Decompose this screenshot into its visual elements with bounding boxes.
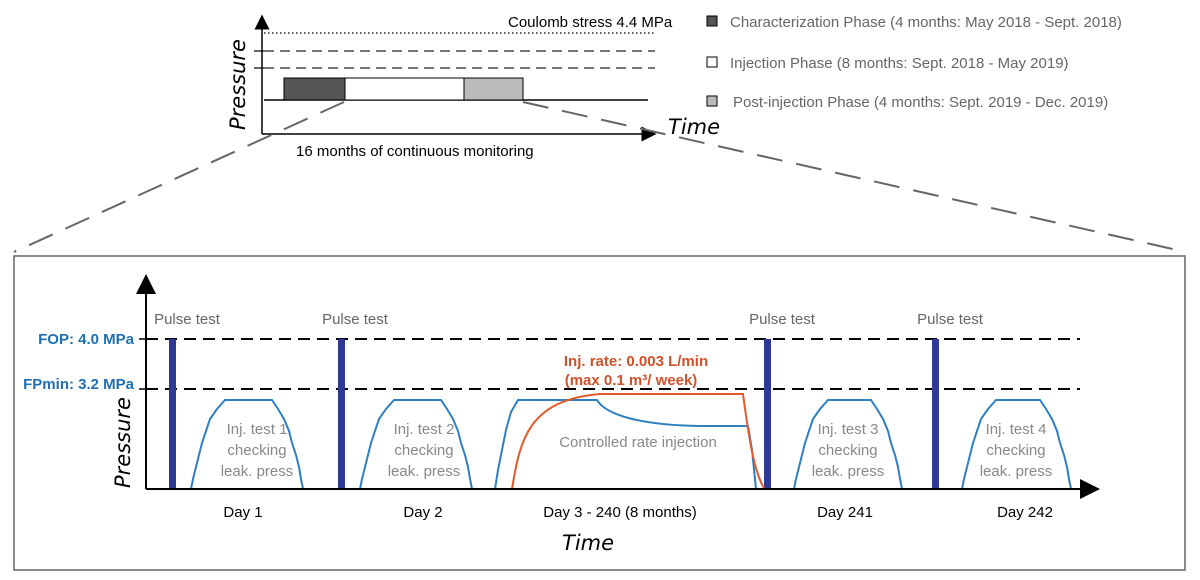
controlled-rate-curve [487, 399, 766, 490]
inj-test-2-line-3: leak. press [388, 463, 461, 480]
monitoring-label: 16 months of continuous monitoring [296, 143, 534, 160]
inj-test-3-line-2: checking [818, 442, 877, 459]
day-label-5: Day 242 [997, 504, 1053, 521]
injection-phase-bar [344, 77, 465, 101]
legend-swatch-post-injection [706, 95, 718, 107]
coulomb-label: Coulomb stress 4.4 MPa [508, 14, 673, 31]
inj-test-2-line-2: checking [394, 442, 453, 459]
inj-test-1-label: Inj. test 1 checking leak. press [221, 421, 294, 480]
pulse-bar-4 [932, 339, 939, 489]
legend-item-injection: Injection Phase (8 months: Sept. 2018 - … [706, 55, 1069, 72]
legend-label-post-injection: Post-injection Phase (4 months: Sept. 20… [733, 94, 1108, 111]
post-injection-phase-bar [463, 77, 524, 101]
pulse-label-4: Pulse test [917, 311, 984, 328]
legend-label-injection: Injection Phase (8 months: Sept. 2018 - … [730, 55, 1069, 72]
detail-chart: FOP: 4.0 MPa FPmin: 3.2 MPa Pressure Pul… [23, 274, 1100, 555]
characterization-phase-bar [283, 77, 346, 101]
inj-test-1-curve [180, 399, 312, 490]
day-label-2: Day 2 [403, 504, 442, 521]
top-x-axis-label: Time [668, 115, 720, 139]
inj-test-2-curve [350, 399, 480, 490]
legend-swatch-characterization [706, 15, 718, 27]
pulse-label-2: Pulse test [322, 311, 389, 328]
inj-test-3-curve [782, 399, 912, 490]
detail-x-axis-label: Time [562, 531, 614, 555]
day-label-4: Day 241 [817, 504, 873, 521]
inj-test-4-curve [950, 399, 1080, 490]
inj-test-4-line-1: Inj. test 4 [986, 421, 1047, 438]
pulse-bar-3 [764, 339, 771, 489]
detail-panel-frame [13, 255, 1186, 571]
inj-test-4-line-3: leak. press [980, 463, 1053, 480]
legend-item-characterization: Characterization Phase (4 months: May 20… [706, 14, 1122, 31]
legend-swatch-injection [706, 56, 718, 68]
fop-label: FOP: 4.0 MPa [38, 331, 135, 348]
pulse-bar-2 [338, 339, 345, 489]
zoom-connector-right [522, 101, 1187, 253]
top-chart: Pressure Time Coulomb stress 4.4 MPa 16 … [226, 14, 720, 160]
legend: Characterization Phase (4 months: May 20… [706, 14, 1122, 111]
day-label-3: Day 3 - 240 (8 months) [543, 504, 696, 521]
pulse-label-1: Pulse test [154, 311, 221, 328]
inj-test-1-line-3: leak. press [221, 463, 294, 480]
inj-test-4-line-2: checking [986, 442, 1045, 459]
inj-test-4-label: Inj. test 4 checking leak. press [980, 421, 1053, 480]
detail-y-axis-label: Pressure [111, 397, 135, 488]
inj-test-2-line-1: Inj. test 2 [394, 421, 455, 438]
inj-test-2-label: Inj. test 2 checking leak. press [388, 421, 461, 480]
injection-rate-label: Inj. rate: 0.003 L/min [564, 353, 708, 370]
pulse-label-3: Pulse test [749, 311, 816, 328]
inj-test-3-line-3: leak. press [812, 463, 885, 480]
zoom-connector-left [13, 101, 345, 253]
controlled-rate-label: Controlled rate injection [559, 434, 717, 451]
day-label-1: Day 1 [223, 504, 262, 521]
inj-test-1-line-2: checking [227, 442, 286, 459]
top-y-axis-label: Pressure [226, 39, 250, 130]
legend-label-characterization: Characterization Phase (4 months: May 20… [730, 14, 1122, 31]
inj-test-3-line-1: Inj. test 3 [818, 421, 879, 438]
inj-test-3-label: Inj. test 3 checking leak. press [812, 421, 885, 480]
fpmin-label: FPmin: 3.2 MPa [23, 376, 135, 393]
injection-rate-max-label: (max 0.1 m³/ week) [565, 372, 698, 389]
legend-item-post-injection: Post-injection Phase (4 months: Sept. 20… [706, 94, 1108, 111]
pulse-bar-1 [169, 339, 176, 489]
inj-test-1-line-1: Inj. test 1 [227, 421, 288, 438]
injection-rate-curve [511, 393, 765, 490]
